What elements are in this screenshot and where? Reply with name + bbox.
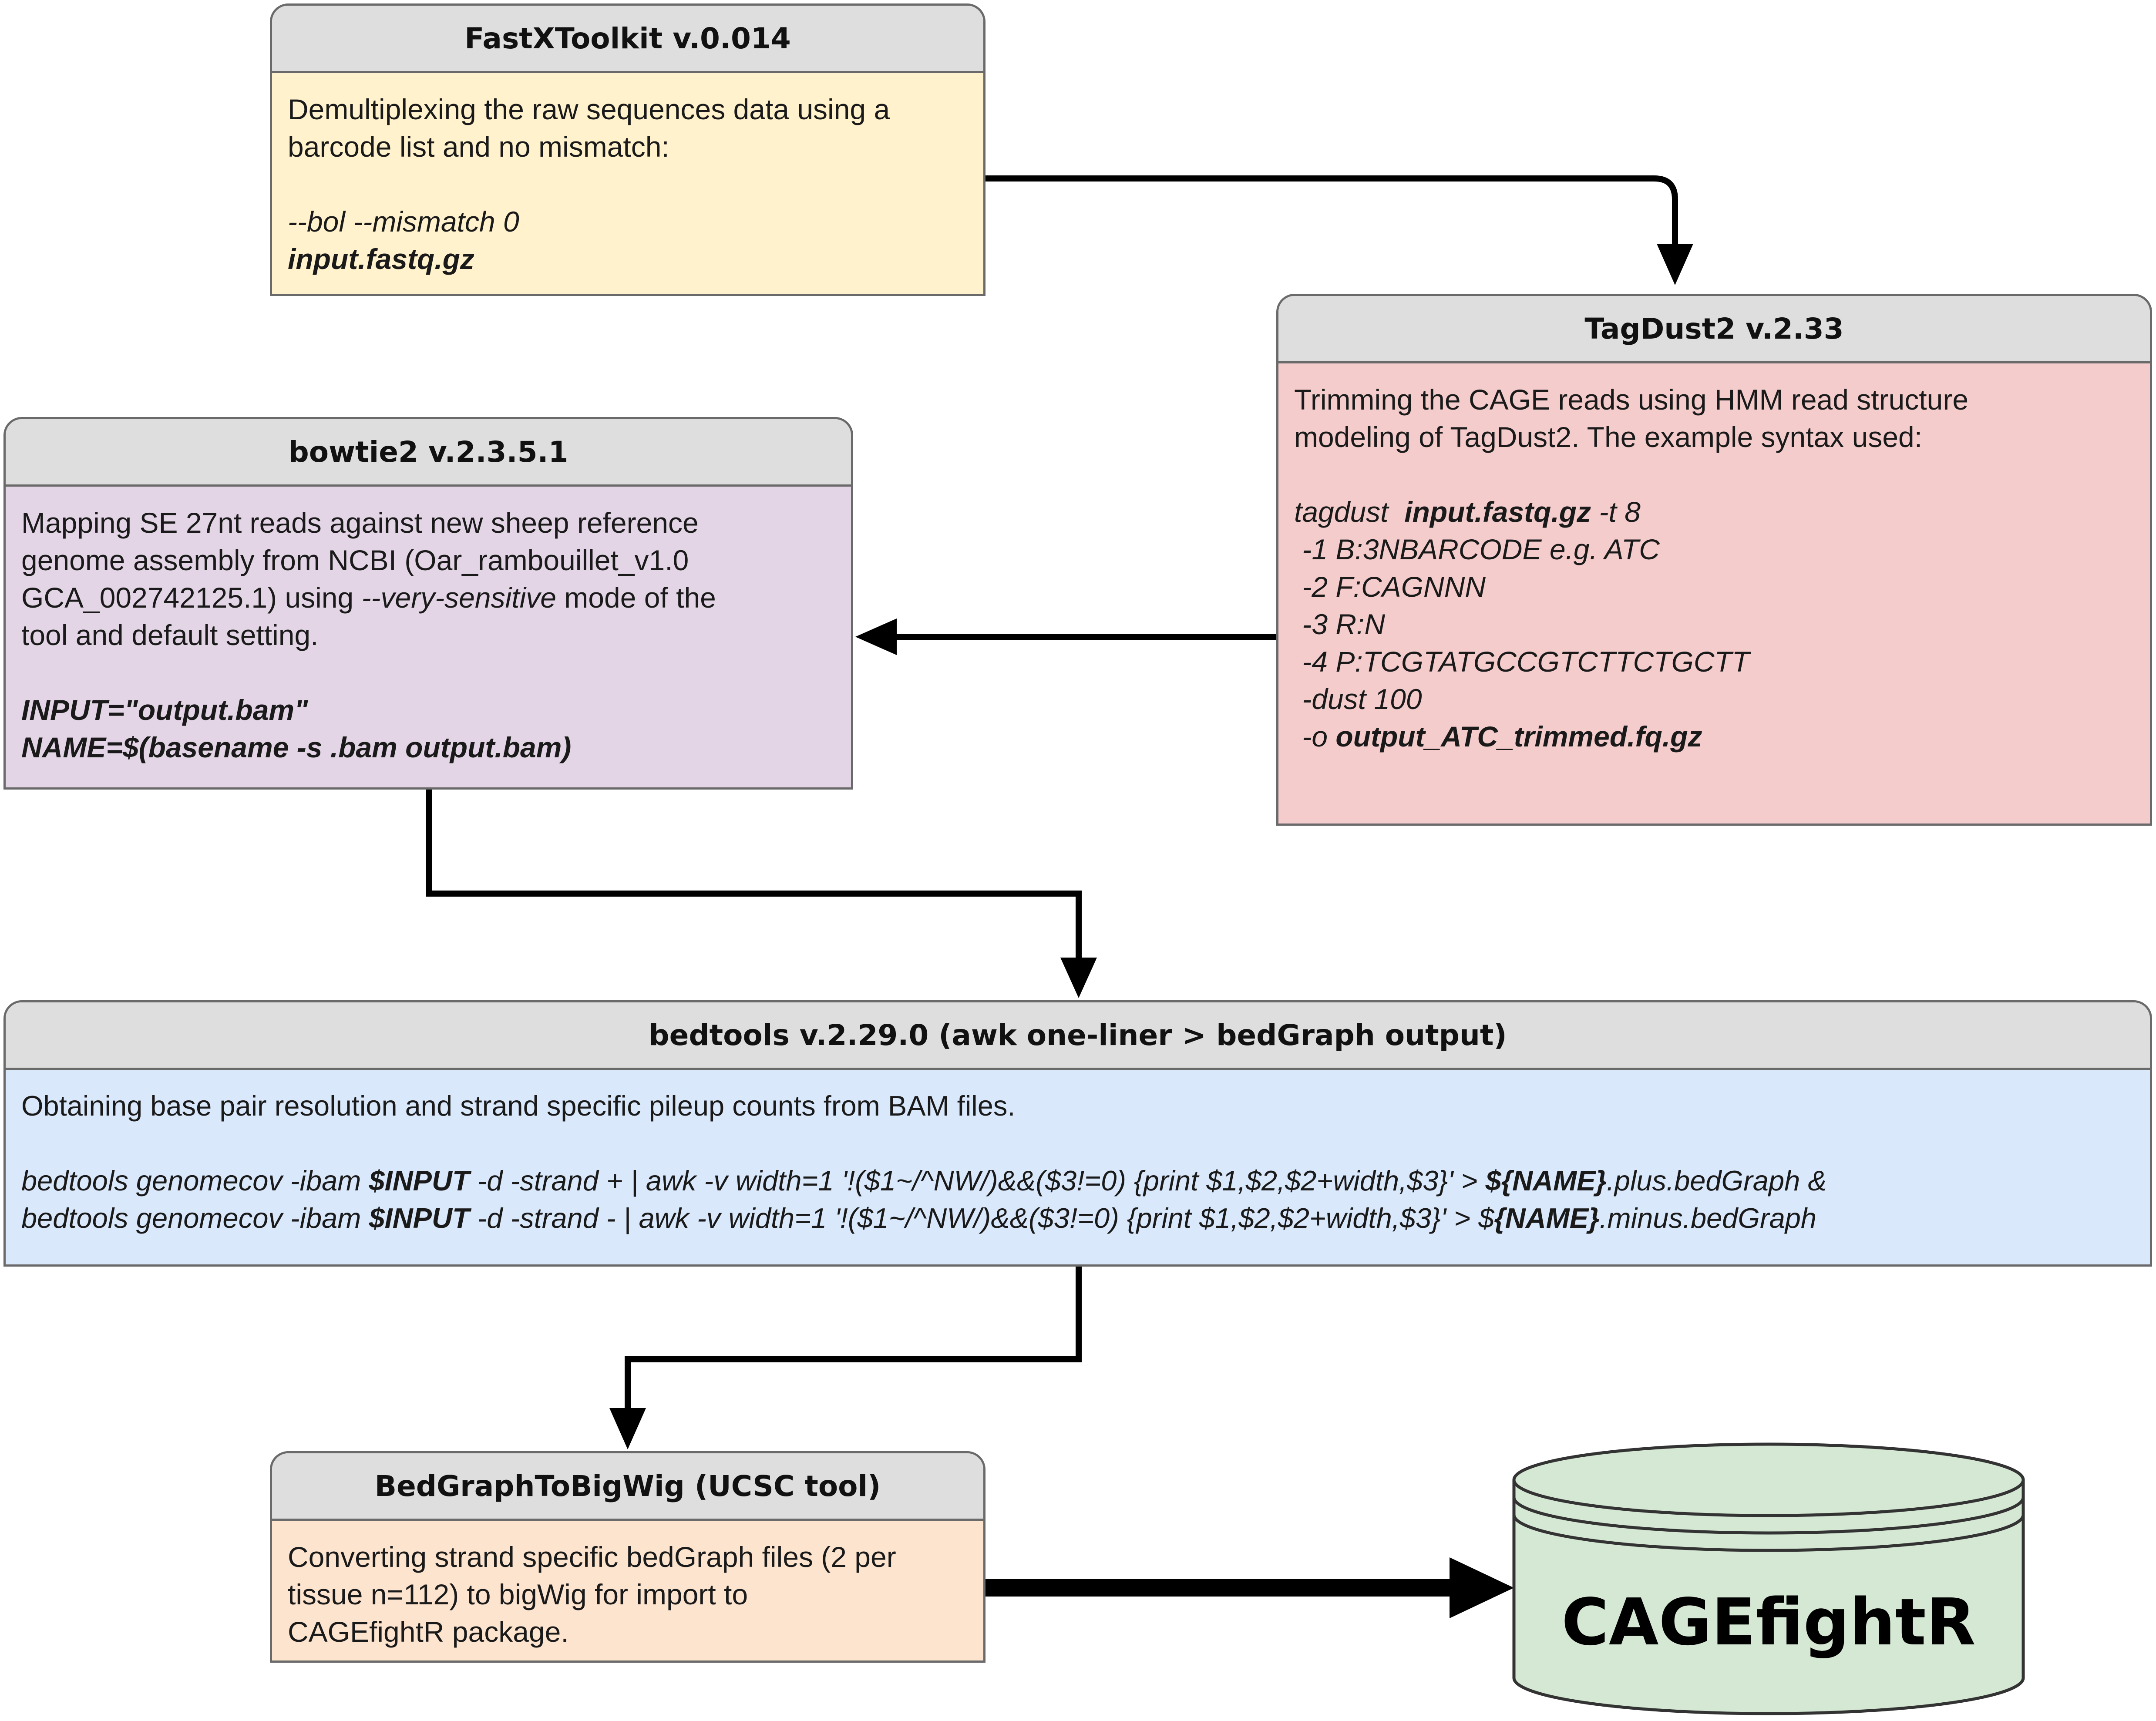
fastx-desc-line-1: Demultiplexing the raw sequences data us… — [288, 93, 890, 125]
database-label: CAGEfightR — [1561, 1585, 1975, 1660]
fastx-options: --bol --mismatch 0 — [288, 205, 519, 238]
bowtie-desc-line-3: GCA_002742125.1) using --very-sensitive … — [21, 582, 716, 614]
bedtools-box: bedtools v.2.29.0 (awk one-liner > bedGr… — [3, 1000, 2152, 1267]
database-top — [1512, 1442, 2025, 1517]
bowtie-name-var: NAME=$(basename -s .bam output.bam) — [21, 731, 572, 763]
bedgraph-body: Converting strand specific bedGraph file… — [272, 1521, 983, 1660]
tagdust2-box: TagDust2 v.2.33 Trimming the CAGE reads … — [1276, 294, 2152, 826]
arrowhead-database — [1450, 1557, 1514, 1618]
fastx-title: FastXToolkit v.0.014 — [272, 6, 983, 73]
fastx-desc-line-2: barcode list and no mismatch: — [288, 131, 669, 163]
arrowhead-tagdust — [1657, 244, 1693, 285]
tagdust-title: TagDust2 v.2.33 — [1278, 296, 2150, 363]
arrow-bowtie-to-bedtools — [426, 790, 1082, 958]
arrowhead-bedgraph — [609, 1408, 646, 1449]
bowtie-body: Mapping SE 27nt reads against new sheep … — [6, 487, 851, 787]
fastx-input-file: input.fastq.gz — [288, 243, 474, 275]
arrowhead-bedtools — [1060, 958, 1097, 998]
bedtools-title: bedtools v.2.29.0 (awk one-liner > bedGr… — [6, 1002, 2150, 1070]
tagdust-input-file: input.fastq.gz — [1404, 496, 1591, 528]
tagdust-command-line: tagdust input.fastq.gz -t 8 — [1294, 493, 2134, 531]
bowtie-desc-line-4: tool and default setting. — [21, 619, 319, 651]
bedtools-desc: Obtaining base pair resolution and stran… — [21, 1090, 1016, 1122]
cagefightr-database: CAGEfightR — [1512, 1442, 2025, 1715]
tagdust-opt-5: -dust 100 — [1302, 683, 1422, 715]
bedgraphtobigwig-box: BedGraphToBigWig (UCSC tool) Converting … — [270, 1451, 986, 1663]
bedgraph-desc-line-2: tissue n=112) to bigWig for import to — [288, 1578, 748, 1610]
bedtools-command-minus: bedtools genomecov -ibam $INPUT -d -stra… — [21, 1202, 1817, 1234]
bedgraph-title: BedGraphToBigWig (UCSC tool) — [272, 1453, 983, 1521]
bowtie-input-var: INPUT="output.bam" — [21, 694, 308, 726]
bedgraph-desc-line-3: CAGEfightR package. — [288, 1616, 569, 1648]
arrow-bedtools-to-bedgraph — [625, 1267, 1082, 1408]
tagdust-threads: -t 8 — [1599, 496, 1641, 528]
fastx-body: Demultiplexing the raw sequences data us… — [272, 73, 983, 294]
tagdust-desc-line-1: Trimming the CAGE reads using HMM read s… — [1294, 383, 1969, 416]
tagdust-output-line: -o output_ATC_trimmed.fq.gz — [1302, 720, 1702, 753]
bedgraph-desc-line-1: Converting strand specific bedGraph file… — [288, 1541, 896, 1573]
bowtie2-box: bowtie2 v.2.3.5.1 Mapping SE 27nt reads … — [3, 417, 853, 790]
tagdust-opt-1: -1 B:3NBARCODE e.g. ATC — [1302, 533, 1660, 565]
database-ring-2 — [1512, 1514, 2025, 1552]
tagdust-desc-line-2: modeling of TagDust2. The example syntax… — [1294, 421, 1923, 453]
bowtie-desc-line-2: genome assembly from NCBI (Oar_rambouill… — [21, 544, 689, 576]
bowtie-sensitive-flag: --very-sensitive — [361, 582, 556, 614]
tagdust-output-file: output_ATC_trimmed.fq.gz — [1335, 720, 1702, 753]
arrowhead-bowtie — [855, 618, 897, 655]
tagdust-opt-4: -4 P:TCGTATGCCGTCTTCTGCTT — [1302, 645, 1750, 678]
bowtie-title: bowtie2 v.2.3.5.1 — [6, 419, 851, 487]
tagdust-opt-3: -3 R:N — [1302, 608, 1386, 640]
database-ring-1 — [1512, 1497, 2025, 1535]
bedtools-command-plus: bedtools genomecov -ibam $INPUT -d -stra… — [21, 1165, 1827, 1197]
arrow-fastx-to-tagdust — [986, 175, 1678, 244]
bowtie-desc-line-1: Mapping SE 27nt reads against new sheep … — [21, 507, 699, 539]
database-body — [1512, 1480, 2025, 1715]
tagdust-cmd: tagdust — [1294, 496, 1389, 528]
fastx-toolkit-box: FastXToolkit v.0.014 Demultiplexing the … — [270, 3, 986, 296]
tagdust-body: Trimming the CAGE reads using HMM read s… — [1278, 363, 2150, 824]
bedtools-body: Obtaining base pair resolution and stran… — [6, 1070, 2150, 1264]
tagdust-opt-2: -2 F:CAGNNN — [1302, 571, 1486, 603]
